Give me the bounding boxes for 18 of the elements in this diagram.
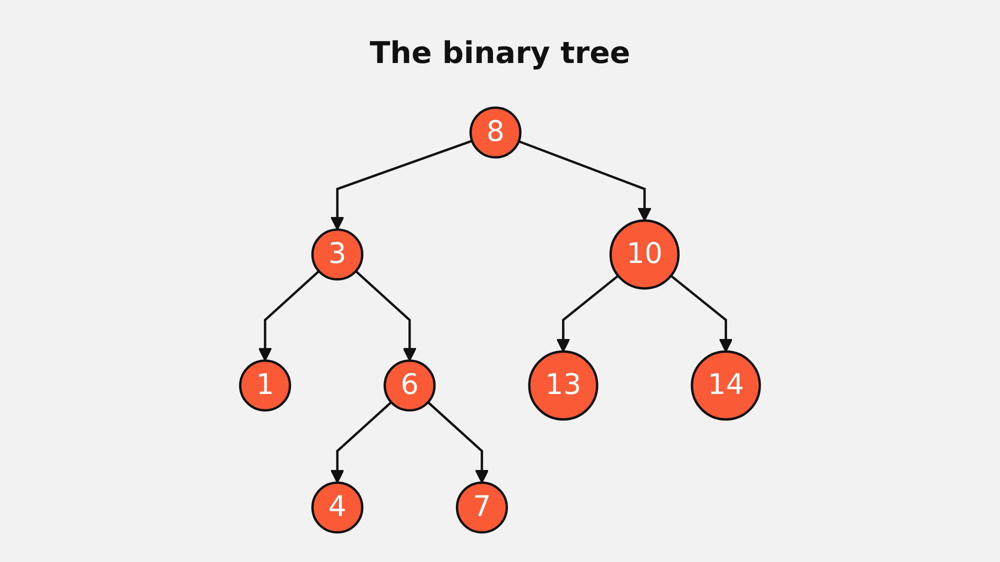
diagram-title: The binary tree [368, 36, 632, 71]
node-circle: 4 [311, 481, 364, 534]
node-circle: 8 [469, 106, 522, 159]
node-circle: 13 [528, 350, 598, 421]
node-circle: 7 [456, 481, 508, 534]
node-circle: 3 [311, 228, 364, 281]
node-circle: 6 [384, 359, 436, 412]
arrow [556, 274, 619, 352]
arrow [670, 274, 733, 352]
arrow [518, 140, 652, 222]
arrow [427, 401, 489, 484]
node-circle: 1 [239, 359, 292, 412]
node-circle: 10 [609, 219, 680, 290]
arrow [258, 270, 320, 362]
arrow [330, 401, 392, 484]
arrow [330, 140, 472, 230]
arrow [354, 270, 417, 362]
node-circle: 14 [690, 350, 761, 421]
